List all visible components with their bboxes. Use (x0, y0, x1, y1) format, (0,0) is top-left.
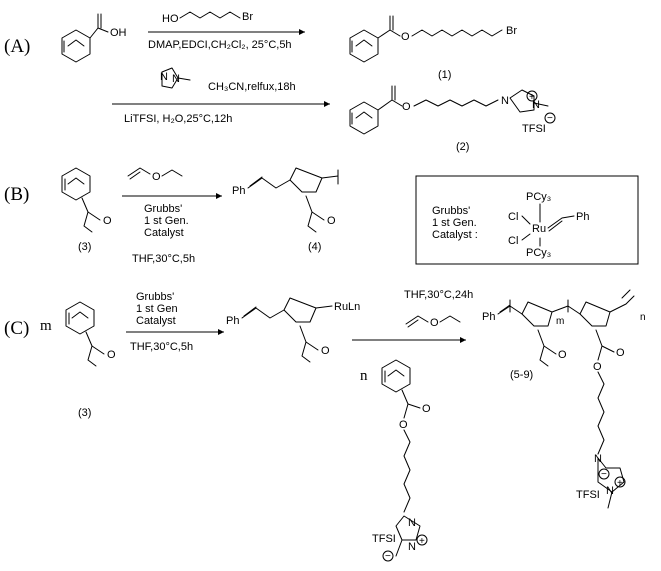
polymer-4-ph: Ph (232, 185, 245, 197)
product-2-label: (2) (456, 141, 469, 153)
box-cl1: Cl (508, 211, 518, 223)
box-line3: Catalyst : (432, 229, 478, 241)
methylimidazole-structure (161, 67, 191, 89)
box-cl2: Cl (508, 235, 518, 247)
vinyl-ether-c (405, 315, 429, 325)
hexyl-chain (179, 11, 241, 19)
arrow-a1-head (299, 29, 305, 35)
box-line1: Grubbs' (432, 205, 470, 217)
monomer-3c-o: O (107, 349, 116, 361)
product-sub-n: n (640, 312, 646, 323)
product-2-n1: N (501, 95, 509, 107)
polymer-4-label: (4) (308, 241, 321, 253)
monomer-2c-n2: N (408, 541, 416, 553)
product-label: (5-9) (510, 369, 533, 381)
monomer-2c-plus-circle (416, 534, 428, 546)
catalyst-b-line2: 1 st Gen. (144, 215, 189, 227)
monomer-2c-n1: N (408, 517, 416, 529)
condition-a1: DMAP,EDCI,CH₂Cl₂, 25°C,5h (148, 39, 292, 51)
product-tfsi: TFSI (576, 489, 600, 501)
polymer-4-structure (247, 167, 339, 233)
oh-label: OH (110, 27, 127, 39)
monomer-3-label: (3) (78, 241, 91, 253)
section-label-b: (B) (4, 184, 29, 205)
m-coefficient: m (40, 318, 52, 334)
monomer-2c-plus: + (419, 536, 425, 547)
condition-c2: THF,30°C,24h (404, 289, 473, 301)
condition-b: THF,30°C,5h (132, 253, 195, 265)
product-minus-circle (598, 468, 610, 480)
product-2-plus-circle (526, 90, 538, 102)
arrow-a2-head (324, 101, 330, 107)
product-1-o: O (401, 31, 410, 43)
catalyst-c-line3: Catalyst (136, 315, 176, 327)
product-n2: N (606, 485, 614, 497)
product-o2-block2: O (593, 361, 602, 373)
section-label-c: (C) (4, 318, 29, 339)
box-pcy3-bottom: PCy₃ (526, 247, 551, 259)
product-ph: Ph (482, 311, 495, 323)
living-polymer-structure (241, 297, 333, 363)
grubbs-catalyst-box (415, 175, 639, 265)
block-copolymer-structure (497, 289, 635, 509)
product-sub-m: m (556, 316, 564, 327)
product-2-minus: − (547, 113, 553, 124)
product-plus: + (617, 478, 623, 489)
monomer-2c-o2: O (399, 419, 408, 431)
product-n1: N (594, 453, 602, 465)
catalyst-c-line1: Grubbs' (136, 291, 174, 303)
catalyst-b-line3: Catalyst (144, 227, 184, 239)
product-2-minus-circle (544, 112, 556, 124)
condition-a2-top: CH₃CN,relfux,18h (208, 81, 296, 93)
arrow-b-head (216, 193, 222, 199)
vinyl-ether-o: O (152, 171, 161, 183)
monomer-2c-structure (381, 359, 421, 557)
monomer-2c-tfsi: TFSI (372, 533, 396, 545)
imidazole-n1: N (160, 71, 168, 83)
norbornene-acid-structure (61, 13, 109, 63)
product-2-o: O (402, 101, 411, 113)
vinyl-ether-structure (127, 167, 151, 177)
ho-label: HO (162, 13, 179, 25)
living-polymer-o: O (321, 345, 330, 357)
product-1-structure (349, 15, 503, 63)
product-1-label: (1) (438, 69, 451, 81)
section-label-a: (A) (4, 36, 30, 57)
product-o1-block2: O (616, 347, 625, 359)
condition-c1: THF,30°C,5h (130, 341, 193, 353)
box-pcy3-top: PCy₃ (526, 191, 551, 203)
condition-a2-bottom: LiTFSI, H₂O,25°C,12h (124, 113, 232, 125)
br-label: Br (242, 11, 253, 23)
imidazole-n2: N (172, 73, 180, 85)
living-polymer-ph: Ph (226, 315, 239, 327)
vinyl-ether-c-o: O (430, 317, 439, 329)
monomer-2c-minus: − (385, 551, 391, 562)
product-2-tfsi: TFSI (522, 123, 546, 135)
box-ph: Ph (576, 211, 589, 223)
n-coefficient: n (360, 368, 368, 384)
monomer-3-structure (61, 167, 101, 233)
product-2-n2: N (532, 99, 540, 111)
monomer-2c-minus-circle (382, 550, 394, 562)
product-minus: − (601, 469, 607, 480)
product-plus-circle (614, 476, 626, 488)
ruln-label: RuLn (334, 301, 360, 313)
box-ru: Ru (532, 223, 546, 235)
arrow-c1-head (218, 329, 224, 335)
box-line2: 1 st Gen. (432, 217, 477, 229)
monomer-3c-label: (3) (78, 407, 91, 419)
monomer-3c-structure (65, 301, 105, 367)
monomer-3-o1: O (103, 215, 112, 227)
arrow-c2-head (460, 337, 466, 343)
product-2-structure (349, 85, 549, 135)
monomer-2c-o1: O (422, 403, 431, 415)
polymer-4-o: O (327, 215, 336, 227)
product-o-block1: O (558, 349, 567, 361)
catalyst-b-line1: Grubbs' (144, 203, 182, 215)
product-1-br: Br (506, 25, 517, 37)
catalyst-c-line2: 1 st Gen (136, 303, 178, 315)
catalyst-bonds (521, 203, 575, 247)
product-2-plus: + (529, 92, 535, 103)
